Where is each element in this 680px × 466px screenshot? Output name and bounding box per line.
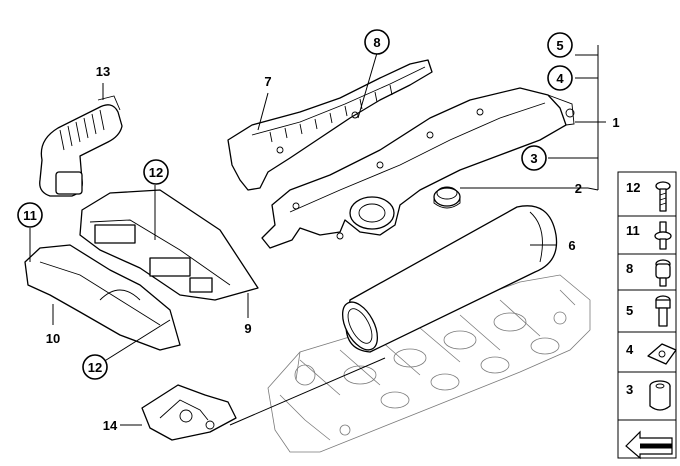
callout-4: 4 (556, 71, 564, 86)
hardware-legend: 12 11 8 5 4 (617, 171, 677, 460)
callout-1: 1 (612, 115, 619, 130)
callout-13: 13 (96, 64, 110, 79)
part-14-bracket (141, 384, 237, 441)
callout-10: 10 (46, 331, 60, 346)
part-7-cover-strip (227, 59, 433, 191)
legend-label-3: 3 (626, 382, 633, 397)
part-6-filter-cylinder (341, 205, 558, 353)
callout-6: 6 (568, 238, 575, 253)
callout-2: 2 (575, 181, 582, 196)
legend-label-4: 4 (626, 342, 634, 357)
callout-ring-12-bottom (82, 354, 108, 380)
grommet-icon (655, 259, 671, 287)
part-9-upper-duct (79, 189, 259, 301)
callout-12-bottom: 12 (88, 360, 102, 375)
leader-lines (29, 45, 599, 426)
legend-label-8: 8 (626, 261, 633, 276)
legend-label-12: 12 (626, 180, 640, 195)
callout-ring-3 (521, 145, 547, 171)
legend-label-11: 11 (626, 223, 640, 238)
callout-11: 11 (23, 208, 37, 223)
callout-ring-5 (547, 32, 573, 58)
callout-9: 9 (244, 321, 251, 336)
part-1-intake-cover (261, 87, 575, 249)
cylinder-head-background (267, 274, 591, 453)
bolt-icon (655, 295, 671, 327)
callout-ring-8 (364, 29, 390, 55)
legend-label-5: 5 (626, 303, 633, 318)
callout-ring-12-top (143, 159, 169, 185)
pin-icon (654, 221, 672, 250)
part-2-seal-ring (433, 186, 461, 209)
part-10-lower-duct (24, 244, 181, 351)
clip-nut-icon (647, 343, 677, 365)
screw-icon (655, 181, 671, 212)
callout-3: 3 (530, 151, 537, 166)
callout-ring-11 (17, 202, 43, 228)
callout-5: 5 (556, 38, 563, 53)
part-13-intake-snorkel (39, 95, 123, 197)
callout-12-top: 12 (149, 165, 163, 180)
callout-ring-4 (547, 65, 573, 91)
rubber-mount-icon (649, 380, 671, 411)
direction-arrow-icon (625, 430, 673, 460)
callout-8: 8 (373, 35, 380, 50)
callout-14: 14 (103, 418, 118, 433)
callout-7: 7 (264, 74, 271, 89)
part-callouts: 8 7 13 12 11 10 12 9 14 5 4 3 1 2 6 (17, 29, 620, 433)
